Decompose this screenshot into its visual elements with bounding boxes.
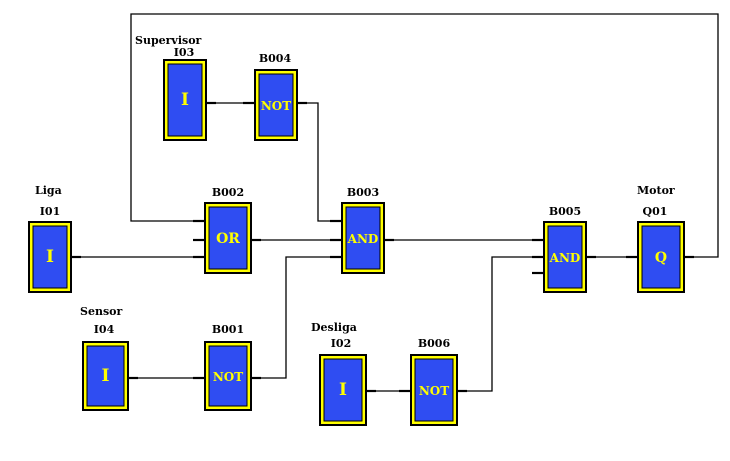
wire-b006-b005 [457, 256, 544, 392]
block-code-label: I04 [94, 323, 115, 336]
block-symbol: I [46, 247, 54, 267]
block-code-label: B006 [418, 337, 451, 350]
block-code-label: I02 [331, 337, 351, 350]
wire-b001-b003 [251, 256, 342, 379]
block-code-label: B002 [212, 186, 244, 199]
block-body [547, 225, 583, 289]
block-symbol: NOT [213, 370, 243, 384]
block-body [641, 225, 681, 289]
block-name-label: Supervisor [135, 34, 202, 47]
block-name-label: Liga [35, 184, 62, 197]
wires-layer [71, 13, 719, 392]
block-symbol: NOT [419, 384, 449, 398]
block-name-label: Motor [637, 184, 675, 197]
wire-b004-b003 [297, 102, 342, 222]
block-body [208, 206, 248, 270]
block-symbol: AND [549, 251, 581, 265]
block-b001[interactable]: NOT B001 [193, 323, 261, 411]
block-code-label: B005 [549, 205, 581, 218]
block-code-label: Q01 [643, 205, 668, 218]
block-symbol: I [339, 380, 347, 400]
block-i01[interactable]: I I01 Liga [28, 184, 81, 293]
block-body [345, 206, 381, 270]
block-b005[interactable]: AND B005 [532, 205, 596, 293]
wire-q01-b002 [130, 13, 719, 258]
block-q01[interactable]: Q Q01 Motor [626, 184, 694, 293]
block-body [32, 225, 68, 289]
block-b004[interactable]: NOT B004 [243, 52, 307, 141]
block-symbol: I [181, 90, 189, 110]
block-body [208, 345, 248, 407]
block-code-label: I01 [40, 205, 60, 218]
block-body [258, 73, 294, 137]
block-symbol: NOT [261, 99, 291, 113]
block-body [414, 358, 454, 422]
block-code-label: I03 [174, 46, 194, 59]
block-body [323, 358, 363, 422]
block-symbol: OR [216, 231, 240, 247]
block-b003[interactable]: AND B003 [330, 186, 394, 274]
block-i04[interactable]: I I04 Sensor [80, 305, 138, 411]
block-symbol: Q [655, 250, 667, 266]
block-name-label: Desliga [311, 321, 357, 334]
block-code-label: B003 [347, 186, 379, 199]
block-body [86, 345, 125, 407]
block-b006[interactable]: NOT B006 [399, 337, 467, 426]
block-b002[interactable]: OR B002 [193, 186, 261, 274]
block-i02[interactable]: I I02 Desliga [311, 321, 376, 426]
block-code-label: B001 [212, 323, 244, 336]
block-name-label: Sensor [80, 305, 122, 318]
block-body [167, 63, 203, 137]
block-symbol: I [102, 366, 110, 386]
block-code-label: B004 [259, 52, 292, 65]
block-symbol: AND [347, 232, 379, 246]
